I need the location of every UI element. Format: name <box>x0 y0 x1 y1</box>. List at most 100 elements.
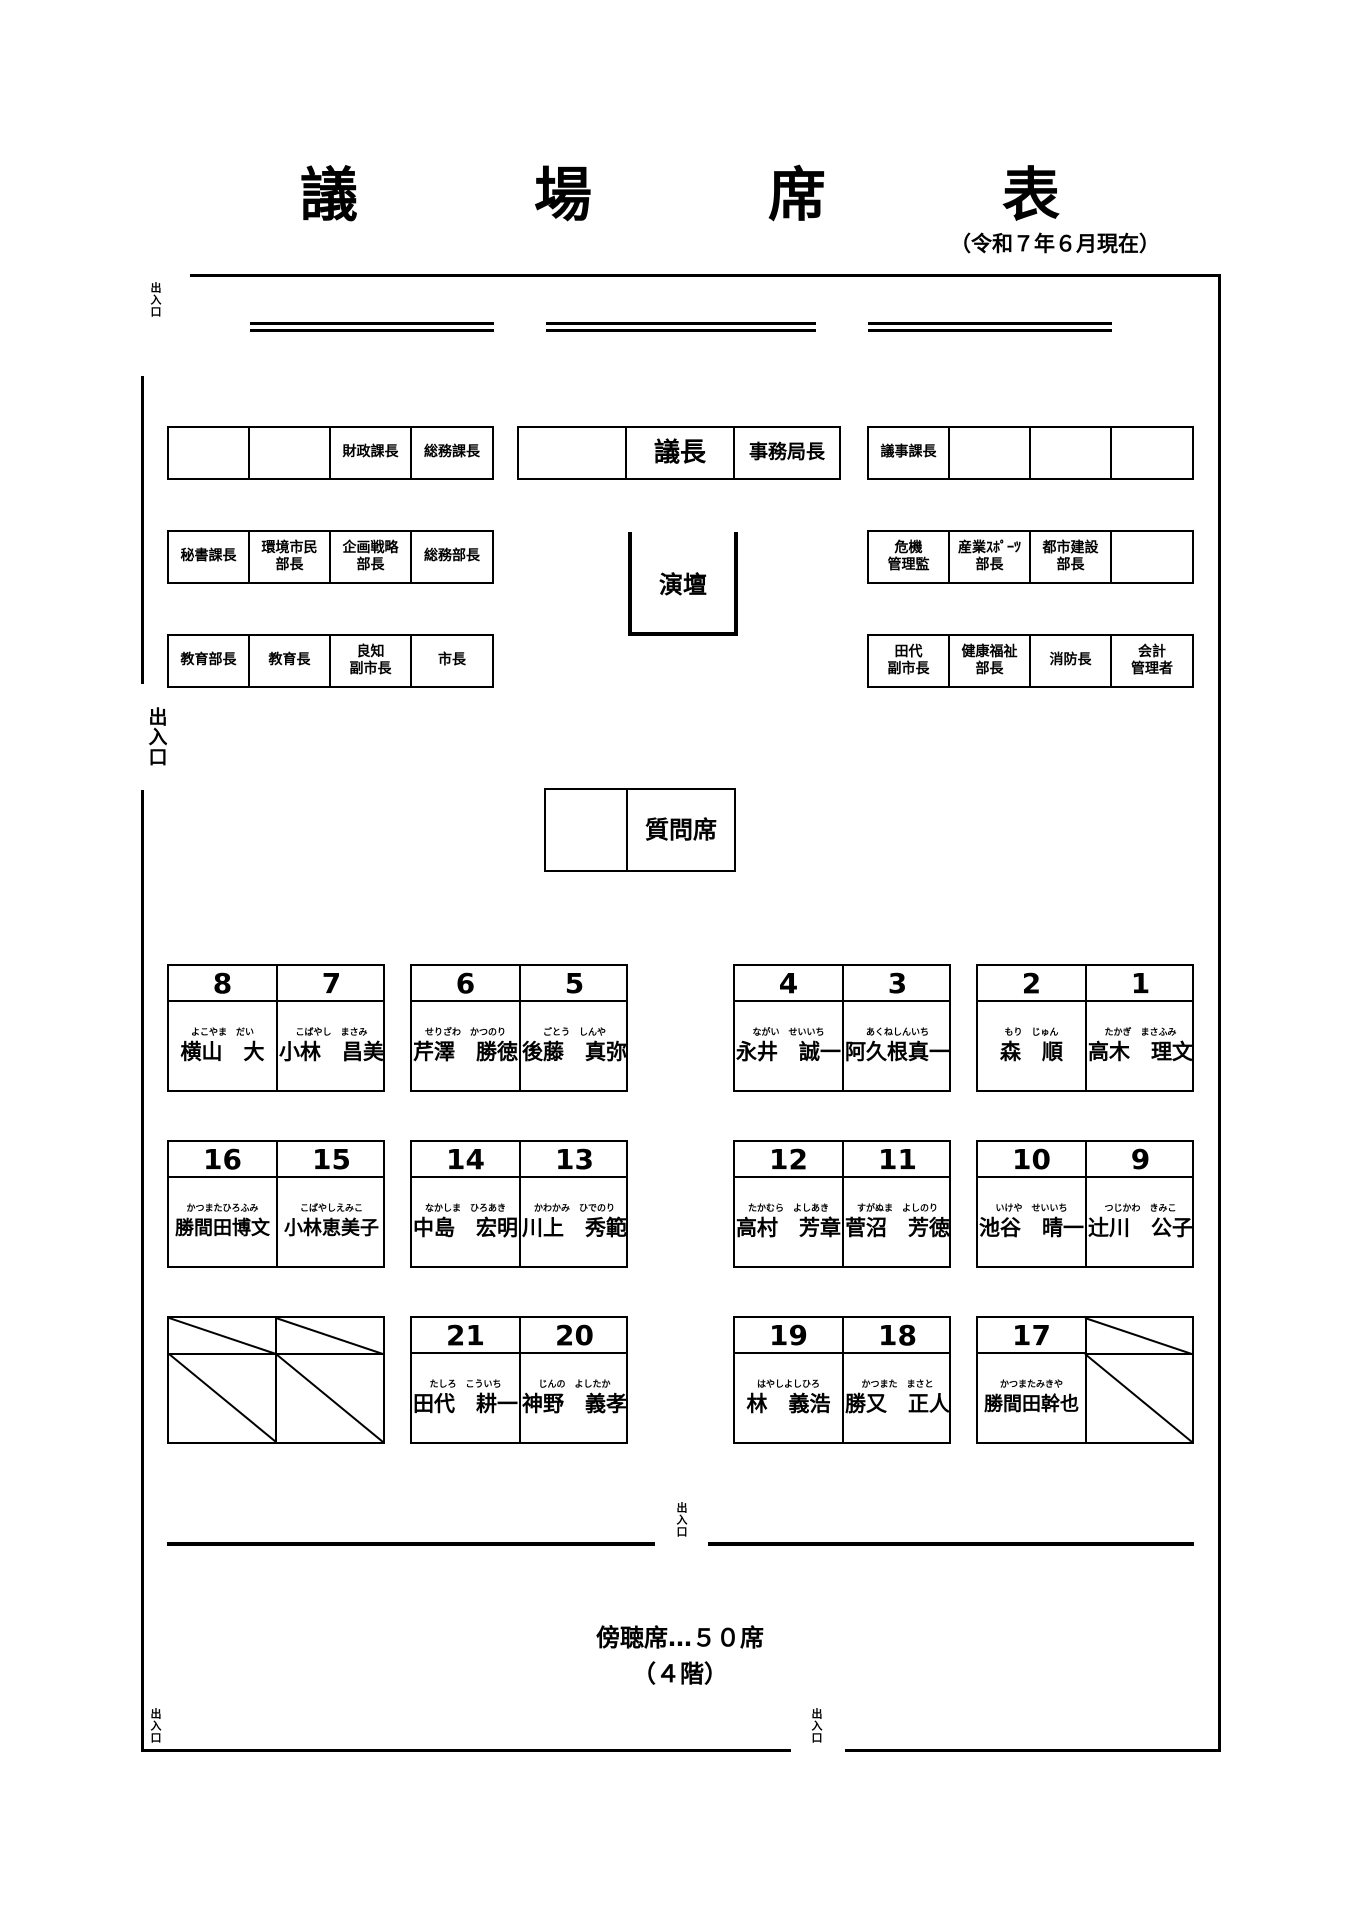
room-left-wall-lower <box>141 790 144 1752</box>
gallery-seats: 傍聴席…５０席 <box>596 1624 764 1652</box>
member-block: 14 13 なかしま ひろあき中島 宏明 かわかみ ひでのり川上 秀範 <box>410 1140 628 1268</box>
seat-cell <box>1031 428 1112 478</box>
member-name: たかぎ まさふみ高木 理文 <box>1088 1027 1193 1064</box>
seat-number: 18 <box>844 1318 951 1354</box>
room-top-wall <box>190 274 1221 277</box>
question-seat: 質問席 <box>544 788 736 872</box>
member-block: 21 20 たしろ こういち田代 耕一 じんの よしたか神野 義孝 <box>410 1316 628 1444</box>
member-name: かつまたみきや勝間田幹也 <box>983 1379 1079 1415</box>
member-block: 19 18 はやしよしひろ林 義浩 かつまた まさと勝又 正人 <box>733 1316 951 1444</box>
member-block: 4 3 ながい せいいち永井 誠一 あくねしんいち阿久根真一 <box>733 964 951 1092</box>
room-bottom-wall-right <box>845 1749 1221 1752</box>
member-block: 16 15 かつまたひろふみ勝間田博文 こばやしえみこ小林恵美子 <box>167 1140 385 1268</box>
member-name: じんの よしたか神野 義孝 <box>522 1379 627 1416</box>
entrance-bottom-center: 出入口 <box>675 1502 688 1538</box>
member-block: 10 9 いけや せいいち池谷 晴一 つじかわ きみこ辻川 公子 <box>976 1140 1194 1268</box>
chairperson-seat: 議長 <box>627 428 735 478</box>
entrance-top-left: 出入口 <box>149 282 162 318</box>
member-name: こばやしえみこ小林恵美子 <box>283 1203 379 1239</box>
seat-number: 7 <box>278 966 385 1002</box>
seat-cell <box>1112 532 1192 582</box>
member-name: なかしま ひろあき中島 宏明 <box>413 1203 518 1240</box>
member-block: 2 1 もり じゅん森 順 たかぎ まさふみ高木 理文 <box>976 964 1194 1092</box>
member-name: ごとう しんや後藤 真弥 <box>522 1027 627 1064</box>
seat-cell <box>1112 428 1192 478</box>
seat-cell: 教育部長 <box>169 636 250 686</box>
date-subtitle: （令和７年６月現在） <box>950 232 1160 256</box>
member-name: たかむら よしあき高村 芳章 <box>736 1203 841 1240</box>
exec-row-bottom-left: 教育部長 教育長 良知 副市長 市長 <box>167 634 494 688</box>
seat-cell: 秘書課長 <box>169 532 250 582</box>
seat-cell: 消防長 <box>1031 636 1112 686</box>
seat-number: 20 <box>521 1318 628 1354</box>
member-name: こばやし まさみ小林 昌美 <box>279 1027 384 1064</box>
room-right-wall <box>1218 274 1221 1752</box>
member-name: よこやま だい横山 大 <box>180 1027 265 1064</box>
page-title: 議 場 席 表 <box>300 150 1060 230</box>
title-char: 席 <box>767 161 826 229</box>
seat-cell: 議事課長 <box>869 428 950 478</box>
seat-cell: 財政課長 <box>331 428 412 478</box>
vacant-seat-block <box>167 1316 385 1444</box>
member-block: 12 11 たかむら よしあき高村 芳章 すがぬま よしのり菅沼 芳徳 <box>733 1140 951 1268</box>
seat-cell: 総務課長 <box>424 444 480 461</box>
title-char: 表 <box>1001 161 1060 229</box>
seat-number: 15 <box>278 1142 385 1178</box>
room-left-wall-upper <box>141 376 144 684</box>
seat-cell: 産業ｽﾎﾟｰﾂ 部長 <box>950 532 1031 582</box>
member-name: たしろ こういち田代 耕一 <box>413 1379 518 1416</box>
room-bottom-wall-left <box>141 1749 791 1752</box>
seat-cell: 市長 <box>438 652 466 669</box>
member-block: 8 7 よこやま だい横山 大 こばやし まさみ小林 昌美 <box>167 964 385 1092</box>
seat-cell: 環境市民 部長 <box>250 532 331 582</box>
member-name: すがぬま よしのり菅沼 芳徳 <box>845 1203 950 1240</box>
seat-cell: 良知 副市長 <box>331 636 412 686</box>
member-name: かつまた まさと勝又 正人 <box>845 1379 950 1416</box>
member-name: あくねしんいち阿久根真一 <box>845 1027 950 1064</box>
seat-cell: 会計 管理者 <box>1131 643 1173 678</box>
seat-number: 16 <box>169 1142 276 1178</box>
member-block: 17 かつまたみきや勝間田幹也 <box>976 1316 1194 1444</box>
gallery-divider-left <box>167 1542 655 1546</box>
seat-cell: 教育長 <box>250 636 331 686</box>
seat-cell <box>519 428 627 478</box>
seat-number: 19 <box>735 1318 842 1354</box>
seat-cell <box>169 428 250 478</box>
entrance-left: 出入口 <box>145 707 168 767</box>
seat-cell <box>250 428 331 478</box>
seat-number: 14 <box>412 1142 519 1178</box>
seat-cell: 田代 副市長 <box>869 636 950 686</box>
seat-cell: 危機 管理監 <box>869 532 950 582</box>
member-name: つじかわ きみこ辻川 公子 <box>1088 1203 1193 1240</box>
seat-number: 21 <box>412 1318 519 1354</box>
vacant-seat-strikes <box>169 1318 383 1442</box>
staff-row-top-left: 財政課長 総務課長 <box>167 426 494 480</box>
seat-number: 3 <box>844 966 951 1002</box>
top-double-line-left <box>250 322 494 332</box>
exec-row-middle-right: 危機 管理監 産業ｽﾎﾟｰﾂ 部長 都市建設 部長 <box>867 530 1194 584</box>
seat-cell: 総務部長 <box>424 548 480 565</box>
podium: 演壇 <box>628 532 738 636</box>
public-gallery: 傍聴席…５０席 （４階） <box>560 1620 800 1692</box>
seat-number: 1 <box>1087 966 1194 1002</box>
vacant-seat-strikes <box>1084 1318 1192 1442</box>
member-name: もり じゅん森 順 <box>1000 1027 1063 1064</box>
seat-cell: 都市建設 部長 <box>1031 532 1112 582</box>
top-double-line-right <box>868 322 1112 332</box>
seat-number: 5 <box>521 966 628 1002</box>
seat-cell: 企画戦略 部長 <box>331 532 412 582</box>
staff-row-top-right: 議事課長 <box>867 426 1194 480</box>
member-name: ながい せいいち永井 誠一 <box>736 1027 841 1064</box>
seat-cell: 健康福祉 部長 <box>950 636 1031 686</box>
entrance-bottom-left: 出入口 <box>149 1708 162 1744</box>
seat-number: 12 <box>735 1142 842 1178</box>
gallery-divider-right <box>708 1542 1194 1546</box>
seat-number: 9 <box>1087 1142 1194 1178</box>
member-block: 6 5 せりざわ かつのり芹澤 勝徳 ごとう しんや後藤 真弥 <box>410 964 628 1092</box>
question-seat-label: 質問席 <box>645 816 717 844</box>
seat-cell <box>950 428 1031 478</box>
exec-row-middle-left: 秘書課長 環境市民 部長 企画戦略 部長 総務部長 <box>167 530 494 584</box>
exec-row-bottom-right: 田代 副市長 健康福祉 部長 消防長 会計 管理者 <box>867 634 1194 688</box>
chair-row: 議長 事務局長 <box>517 426 841 480</box>
top-double-line-center <box>546 322 816 332</box>
